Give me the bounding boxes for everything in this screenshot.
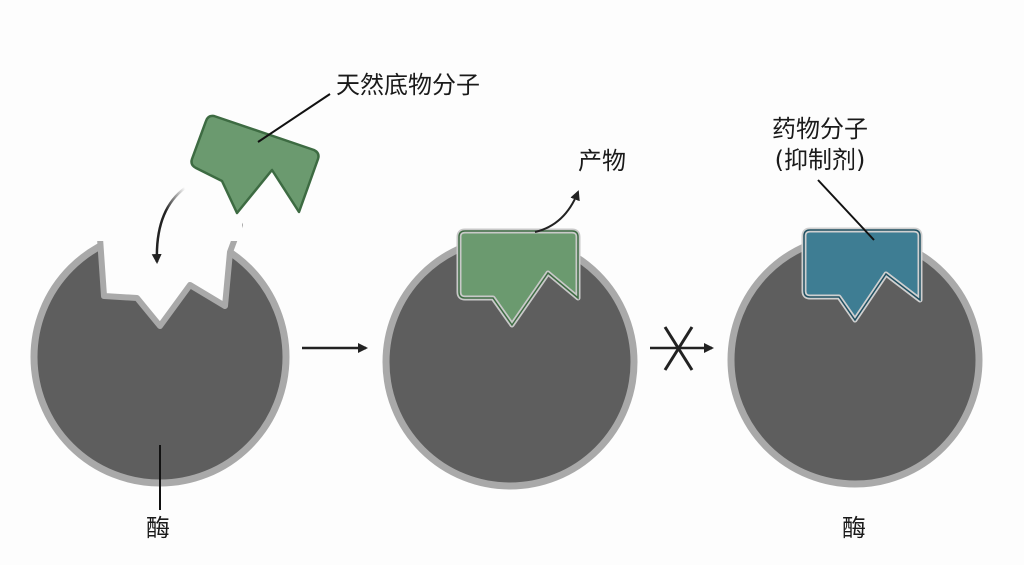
product-arrow (534, 190, 580, 233)
drug-label: 药物分子 (772, 115, 868, 143)
enzyme-label-left: 酶 (146, 514, 170, 542)
enzyme-substrate-complex (382, 228, 638, 490)
enzyme-empty (30, 215, 290, 487)
product-label: 产物 (578, 147, 626, 175)
inhibitor-label: (抑制剂) (774, 146, 866, 174)
blocked-reaction-arrow (650, 326, 714, 371)
substrate-label: 天然底物分子 (336, 71, 480, 99)
substrate-molecule (190, 114, 320, 215)
enzyme-inhibitor-complex (727, 227, 983, 488)
enzyme-label-right: 酶 (842, 514, 866, 542)
substrate-leader-line (257, 93, 331, 143)
binding-arrow (151, 186, 186, 264)
drug-leader-line (817, 179, 875, 241)
